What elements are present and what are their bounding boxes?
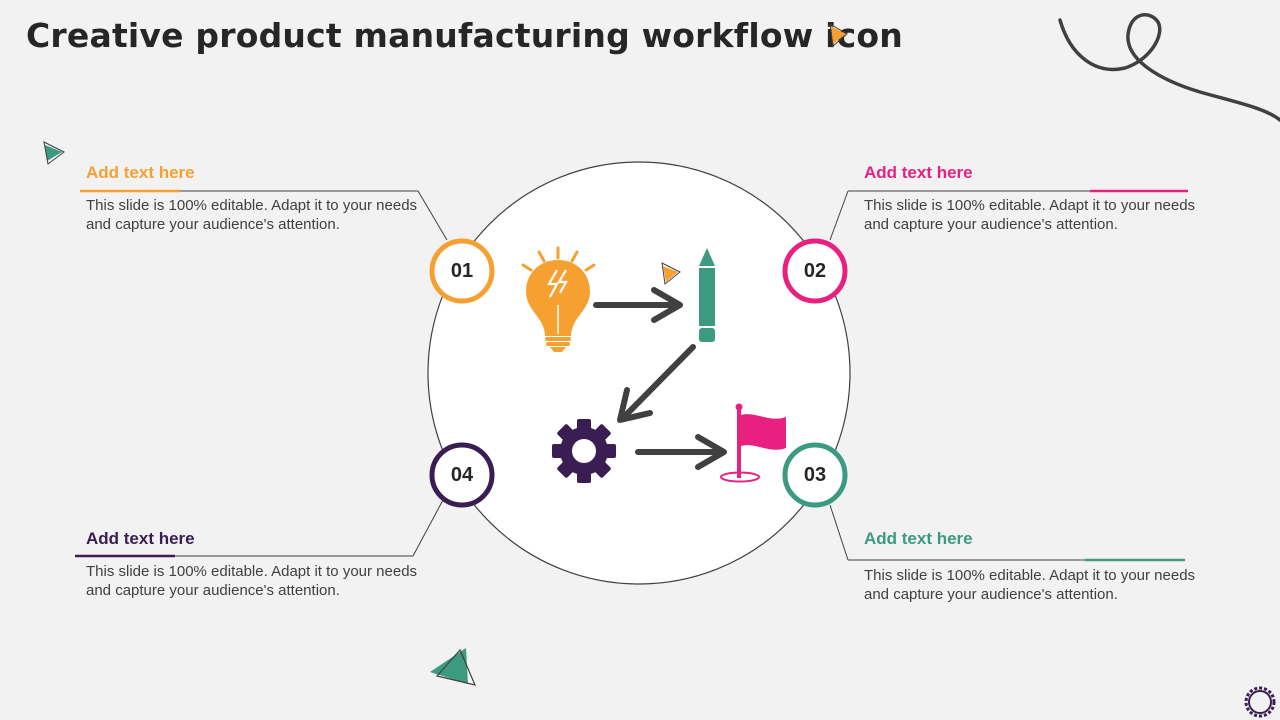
arrow-bulb-to-pencil [593,287,683,323]
lightbulb-icon [521,246,596,352]
center-circle [427,161,851,585]
decorative-triangle-center [661,262,681,285]
step-heading-02: Add text here [864,163,973,182]
step-circle-01 [429,238,495,304]
arrow-pencil-to-gear [617,344,696,423]
decorative-triangle-top [829,23,848,47]
step-number-02: 02 [803,259,827,282]
pencil-icon [699,248,715,342]
step-body-03: This slide is 100% editable. Adapt it to… [864,567,1196,603]
step-body-02: This slide is 100% editable. Adapt it to… [864,197,1196,233]
decorative-curl-line [1058,13,1280,122]
step-number-03: 03 [803,463,827,486]
arrow-gear-to-flag [635,434,727,470]
decorative-triangle-bottom [430,648,477,686]
step-block-01: Add text here This slide is 100% editabl… [86,163,421,234]
step-heading-01: Add text here [86,163,195,182]
decorative-triangle-left [43,141,65,165]
decorative-gear-outline [1244,686,1276,718]
gear-icon [552,419,616,483]
step-circle-04 [429,442,495,508]
step-block-03: Add text here This slide is 100% editabl… [864,529,1224,604]
step-heading-04: Add text here [86,529,195,548]
step-circle-03 [782,442,848,508]
page-title: Creative product manufacturing workflow … [26,16,903,55]
flag-icon [720,403,786,483]
step-number-01: 01 [450,259,474,282]
step-body-01: This slide is 100% editable. Adapt it to… [86,197,418,233]
step-number-04: 04 [450,463,474,486]
step-circle-02 [782,238,848,304]
step-block-04: Add text here This slide is 100% editabl… [86,529,421,600]
step-body-04: This slide is 100% editable. Adapt it to… [86,563,418,599]
step-block-02: Add text here This slide is 100% editabl… [864,163,1224,234]
step-heading-03: Add text here [864,529,973,548]
